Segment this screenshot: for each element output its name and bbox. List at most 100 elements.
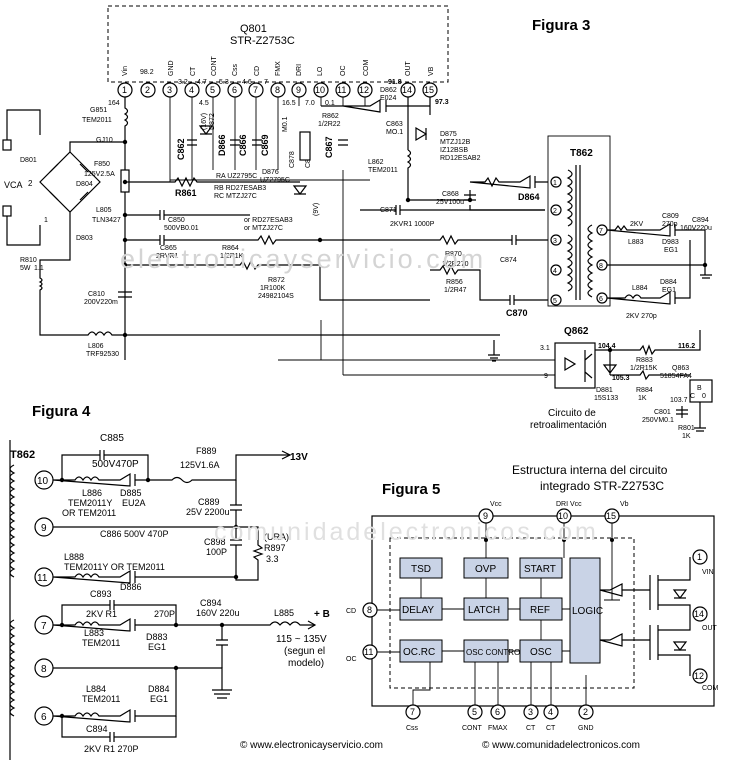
- pin-name-12: COM: [363, 60, 370, 77]
- volt-7-0: 7.0: [305, 100, 315, 107]
- feedback-label: Circuito de: [548, 408, 596, 419]
- d983-label: D983: [662, 239, 679, 246]
- modelo-label: modelo): [288, 658, 324, 669]
- pin-7: 7: [253, 85, 258, 95]
- c869-label: C869: [260, 134, 270, 156]
- r810-label: R810: [20, 257, 37, 264]
- v13-label: 13V: [290, 452, 308, 463]
- plus-b-label: + B: [314, 609, 330, 620]
- pin-name-4: CT: [190, 66, 197, 76]
- d883-f4-label: D883: [146, 632, 168, 642]
- volt-105-3: 105.3: [612, 375, 630, 382]
- l862-val: TEM2011: [368, 167, 398, 174]
- q863-c: C: [690, 393, 695, 400]
- pin-14: 14: [402, 85, 412, 95]
- t862-fig4-label: T862: [10, 449, 35, 461]
- d885-label: D885: [120, 488, 142, 498]
- g851-label: G851: [90, 107, 107, 114]
- volt-97-3: 97.3: [435, 99, 449, 106]
- fig5-pin-2-name: GND: [578, 725, 594, 732]
- c894b-label: C894: [86, 724, 108, 734]
- ic-ref: Q801: [240, 23, 267, 35]
- ground-symbol: [488, 340, 500, 362]
- c878-label: C878: [289, 151, 296, 168]
- pin-15: 15: [424, 85, 434, 95]
- watermark-1: electronicayservicio.com: [120, 244, 486, 274]
- t862-pin-1: 1: [553, 180, 557, 187]
- figure-4-title: Figura 4: [32, 403, 91, 420]
- t862-pin-7: 7: [599, 228, 603, 235]
- figure-4: Figura 4 T862 10 9 11 7 8 6 C885 500V470…: [9, 403, 330, 760]
- fig5-pin-9: 9: [483, 511, 488, 521]
- q862-pin9: 9: [544, 373, 548, 380]
- r801-label: R801: [678, 425, 695, 432]
- r801-val: 1K: [682, 433, 691, 440]
- d884-f4-val: EG1: [150, 694, 168, 704]
- d862-val: E024: [380, 95, 396, 102]
- block-ovp-label: OVP: [475, 564, 496, 575]
- d886-label: D886: [120, 582, 142, 592]
- d881-val: 15S133: [594, 395, 618, 402]
- c865-label: C865: [160, 245, 177, 252]
- c801-val: 250VM0.1: [642, 417, 674, 424]
- pin-5: 5: [210, 85, 215, 95]
- r884-val: 1K: [638, 395, 647, 402]
- fig5-pin-7: 7: [410, 707, 415, 717]
- volt-104-4: 104.4: [598, 343, 616, 350]
- volt-116-2: 116.2: [678, 343, 695, 350]
- fig5-pin-11: 11: [364, 647, 373, 657]
- c898-label: C898: [204, 537, 226, 547]
- figure-5: Figura 5 Estructura interna del circuito…: [346, 463, 719, 732]
- c889-label: C889: [198, 497, 220, 507]
- d876-val: UZ2795C: [260, 177, 290, 184]
- ground-rail: [39, 300, 500, 337]
- r884-label: R884: [636, 387, 653, 394]
- q863-val: 51854FA4: [660, 373, 692, 380]
- l884-f4-val: TEM2011: [82, 694, 120, 704]
- ic-pins: 1 2 3 4 5 6 7 8 9 10 11 12 14 15: [117, 82, 438, 98]
- l884-f4-label: L884: [86, 684, 106, 694]
- d884-eg1: EG1: [662, 287, 676, 294]
- pin-2: 2: [145, 85, 150, 95]
- fig5-pin-14-name: OUT: [702, 625, 718, 632]
- volt-4-5: 4.5: [199, 100, 209, 107]
- footer-left: © www.electronicayservicio.com: [240, 740, 383, 751]
- kv-r1-label: 2KV R1: [86, 609, 117, 619]
- fig5-pin-12-name: COM: [702, 685, 719, 692]
- fig5-pin-1-name: VIN: [702, 569, 714, 576]
- c894-f4-val: 160V 220u: [196, 608, 240, 618]
- trf-label: TRF92530: [86, 351, 119, 358]
- r897-label: R897: [264, 543, 286, 553]
- fig5-pin-15: 15: [606, 511, 616, 521]
- fig5-pin-2: 2: [583, 707, 588, 717]
- p270-label: 270P: [154, 609, 175, 619]
- g851-val: TEM2011: [82, 117, 112, 124]
- fig5-title-2: integrado STR-Z2753C: [540, 479, 664, 493]
- d884-label: D884: [660, 279, 677, 286]
- t862-pin-8: 8: [599, 263, 603, 270]
- c810-val: 200V220m: [84, 299, 118, 306]
- ic-pin-voltages: 164 3.2 4.7 5.3 4.6 7 16.5 7.0 0.1 91.8 …: [108, 79, 449, 107]
- optocoupler-q862: Q862 3.1 9 104.4 105.3 116.2 D881 15S133: [540, 326, 695, 402]
- ic-pin-names: Vin GND CT CONT Css CD FMX DRI LO OC COM…: [122, 55, 435, 76]
- fig5-pin-10-name: DRI Vcc: [556, 501, 582, 508]
- r856-val: 1/2R47: [444, 287, 467, 294]
- fig5-pin-15-name: Vb: [620, 501, 629, 508]
- block-delay-label: DELAY: [402, 605, 434, 616]
- fig5-pin-10: 10: [558, 511, 568, 521]
- q862-v31: 3.1: [540, 345, 550, 352]
- range-label: 115 ~ 135V: [276, 634, 327, 645]
- volt-0-1: 0.1: [325, 100, 335, 107]
- block-ocrc-label: OC.RC: [403, 647, 435, 658]
- c870-label: C870: [506, 308, 528, 318]
- watermark-2: comunidadelectronicos.com: [214, 518, 599, 546]
- vca-input: VCA: [2, 109, 41, 246]
- r856-label: R856: [446, 279, 463, 286]
- fig5-pin-4-name: CT: [546, 725, 556, 732]
- c898-val: 100P: [206, 547, 227, 557]
- bridge-rectifier: 2 D801 D804 D803 1: [20, 141, 125, 270]
- fig5-pin-7-name: Css: [406, 725, 419, 732]
- pin-name-14: OUT: [405, 61, 412, 77]
- c868-label: C868: [442, 191, 459, 198]
- pin-3: 3: [167, 85, 172, 95]
